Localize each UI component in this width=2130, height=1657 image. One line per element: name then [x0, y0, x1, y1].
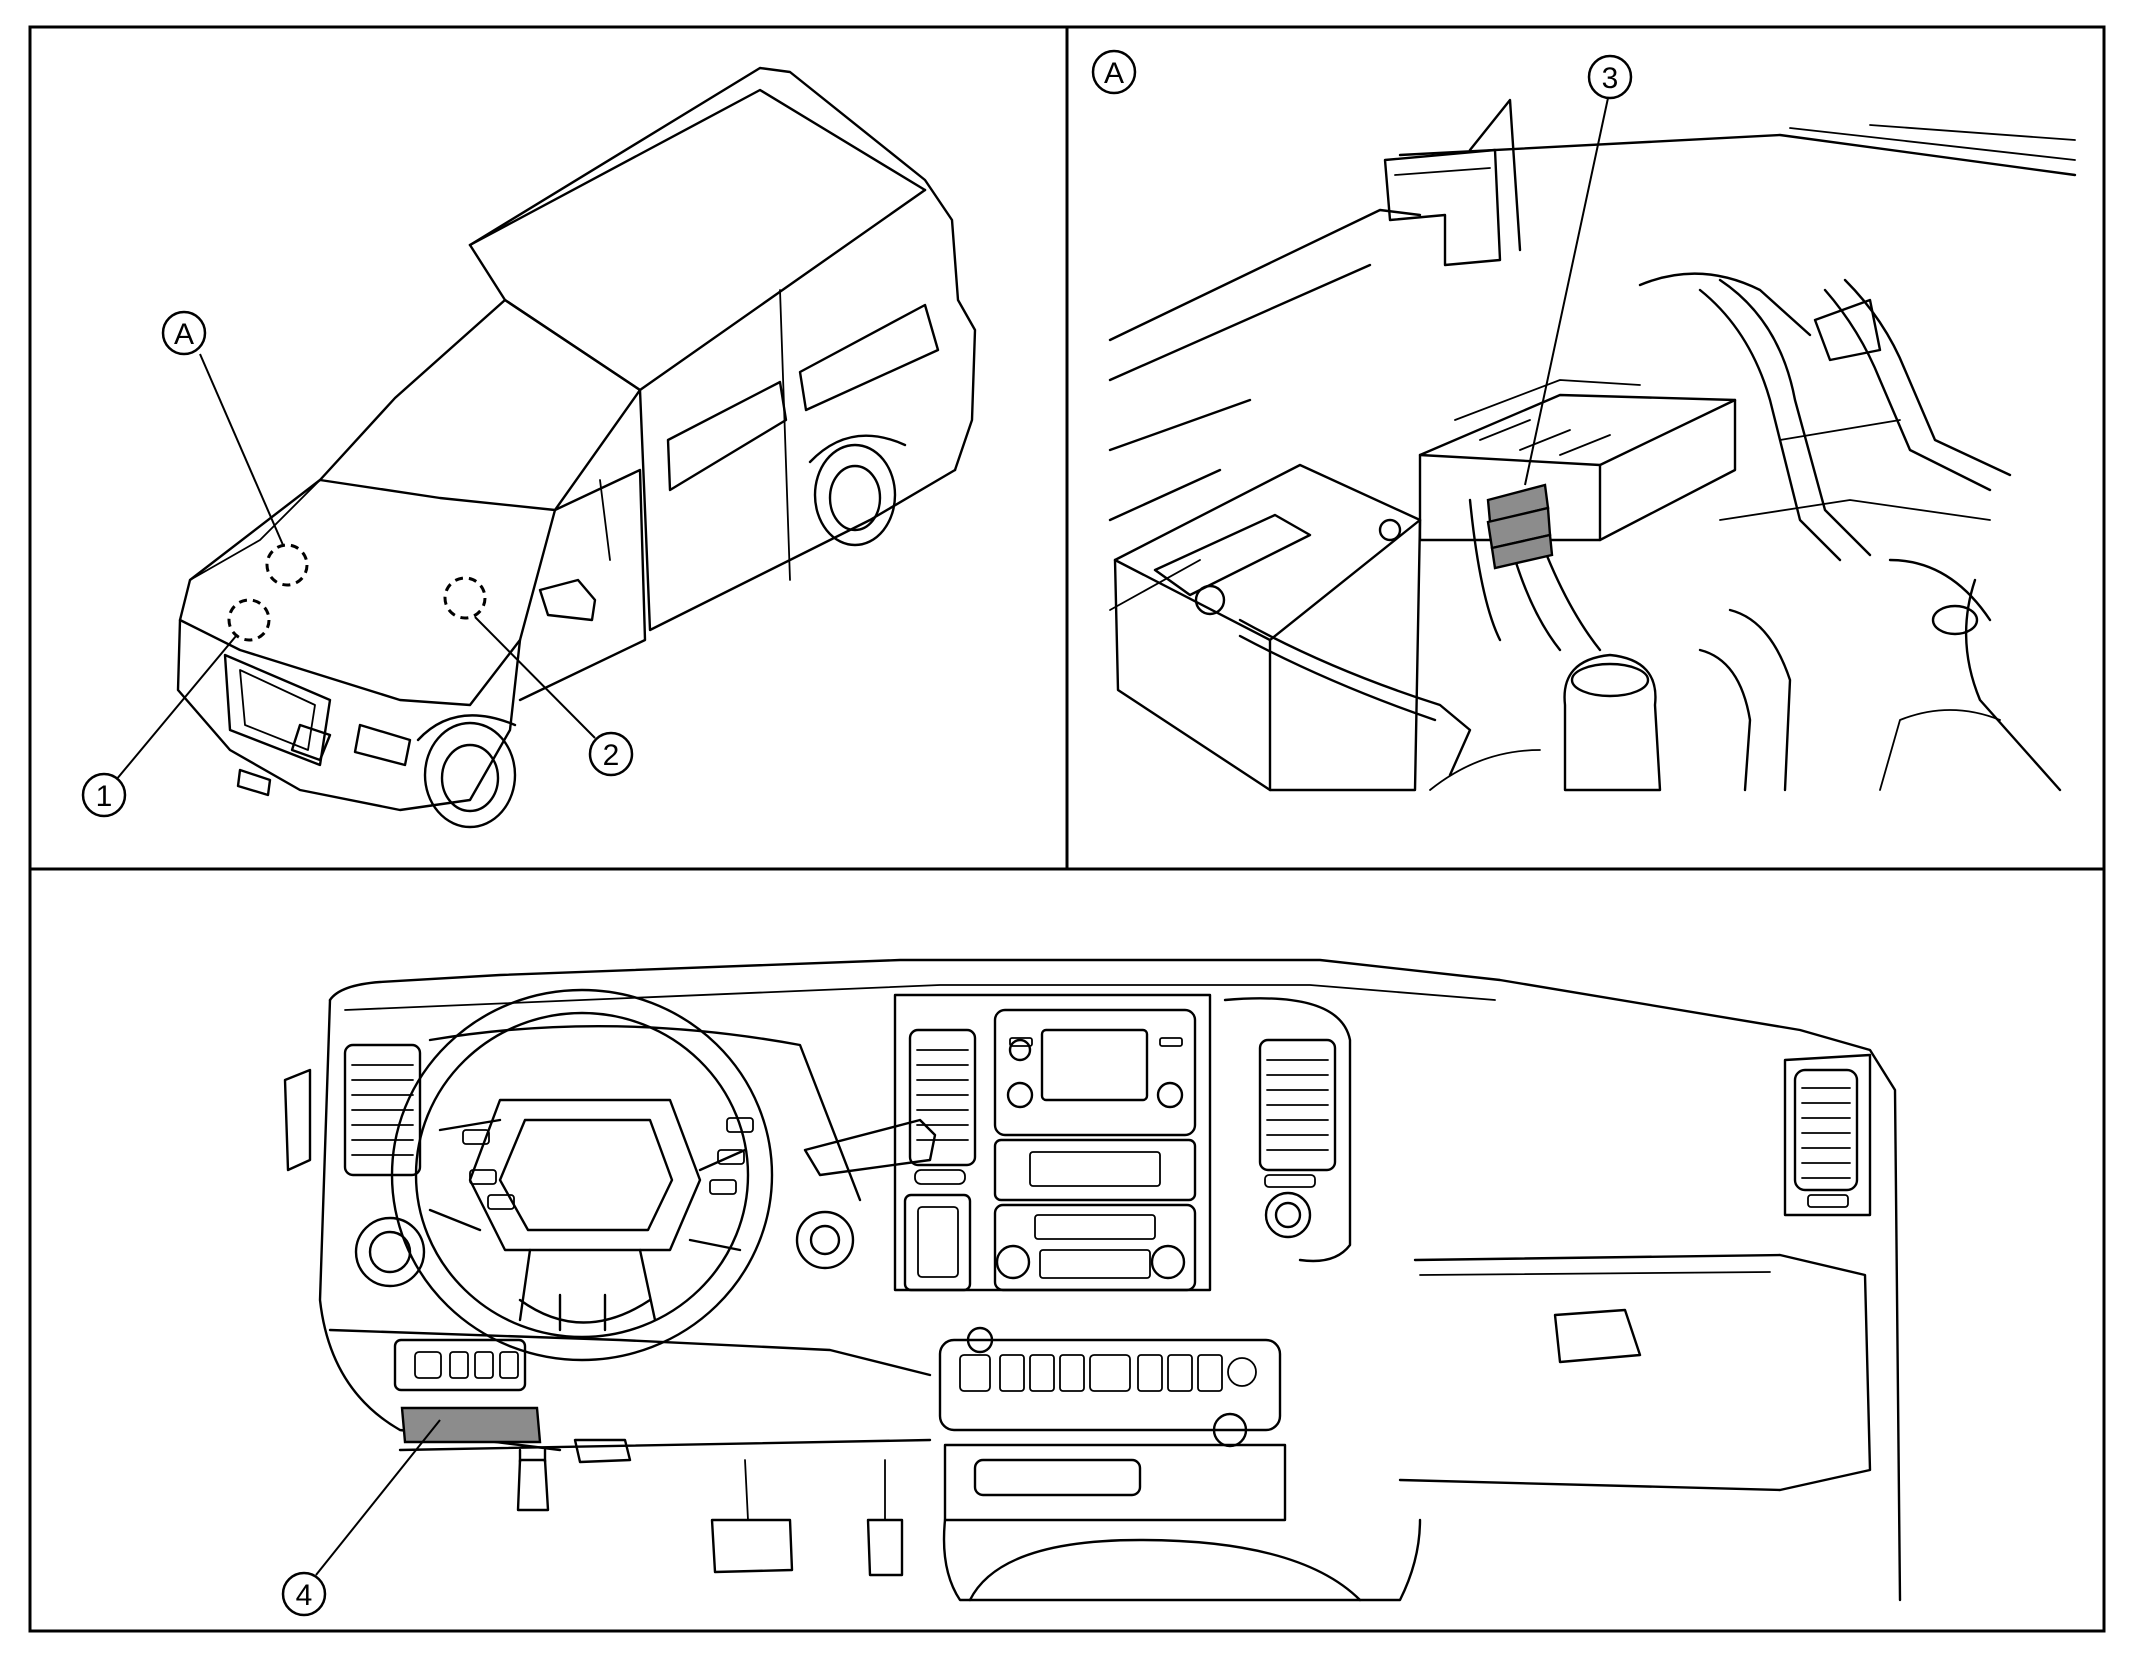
location-marker-1	[227, 598, 271, 642]
svg-text:4: 4	[296, 1579, 313, 1612]
leader-line-4	[315, 1419, 441, 1576]
engine-compartment-panel: A 3	[1091, 49, 2077, 792]
svg-text:2: 2	[603, 739, 620, 772]
svg-text:A: A	[174, 318, 194, 351]
callout-a-detail: A	[1091, 49, 1137, 95]
svg-text:1: 1	[96, 780, 113, 813]
callout-2: 2	[588, 731, 634, 777]
callout-1: 1	[81, 772, 127, 818]
location-marker-a	[265, 543, 309, 587]
callout-3: 3	[1587, 54, 1633, 100]
panel-frames	[28, 25, 2106, 1633]
component-3-relay	[1486, 483, 1554, 570]
location-marker-2	[443, 576, 487, 620]
dashboard-panel: 4	[281, 958, 1902, 1617]
svg-text:3: 3	[1602, 62, 1619, 95]
svg-text:A: A	[1104, 57, 1124, 90]
leader-line-3	[1524, 97, 1609, 486]
callout-a-overview: A	[161, 310, 207, 356]
van-drawing	[176, 66, 977, 829]
engine-compartment-drawing	[1108, 98, 2077, 792]
callout-4: 4	[281, 1571, 327, 1617]
component-4-module	[400, 1406, 542, 1444]
dashboard-drawing	[283, 958, 1902, 1602]
leader-lines-overview	[115, 353, 596, 781]
van-overview-panel: A 1 2	[81, 66, 977, 829]
location-markers	[227, 543, 487, 642]
